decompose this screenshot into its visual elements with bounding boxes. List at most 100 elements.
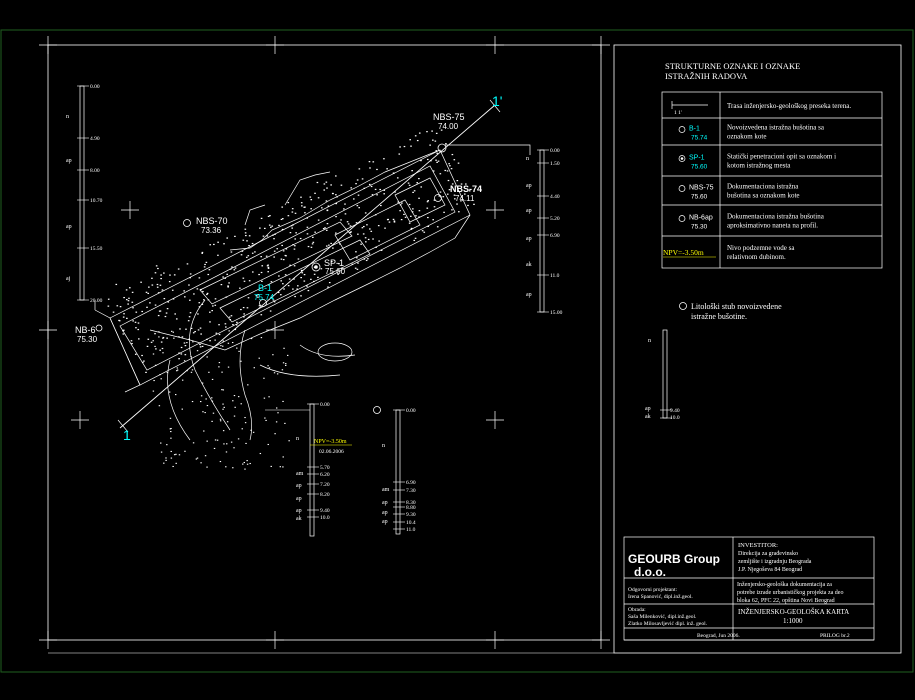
layer-label: n bbox=[296, 436, 299, 442]
layer-label: ap bbox=[382, 500, 388, 506]
borehole-id: NB-6 bbox=[75, 325, 96, 335]
legend-row-text: Dokumentaciona istražna bbox=[727, 183, 799, 191]
investor-line-3: J.P. Njegoševa 84 Beograd bbox=[738, 567, 802, 573]
column-sp1: 0.006.907.308.308.809.3010.411.0namapapa… bbox=[382, 408, 416, 535]
legend-symbol-id: SP-1 bbox=[689, 155, 705, 162]
lito-legend-label: n bbox=[648, 338, 651, 344]
lito-legend-label: ap bbox=[645, 406, 651, 412]
depth-value: 20.00 bbox=[90, 298, 103, 304]
legend-row-text: relativnom dubinom. bbox=[727, 253, 786, 261]
depth-value: 5.20 bbox=[550, 216, 560, 222]
npv-date: 02.06.2006 bbox=[319, 449, 344, 455]
layer-label: n bbox=[382, 443, 385, 449]
legend-row-text: kotom istražnog mesta bbox=[727, 162, 791, 170]
responsible-label: Odgovorni projektant: bbox=[628, 587, 678, 593]
depth-value: 9.30 bbox=[406, 512, 416, 518]
outer-frame bbox=[0, 29, 914, 673]
spot-elevations bbox=[107, 129, 475, 470]
layer-label: n bbox=[66, 114, 69, 120]
legend-title-1: STRUKTURNE OZNAKE I OZNAKE bbox=[665, 61, 800, 71]
borehole-nbs-74[interactable]: NBS-74 74.11 bbox=[434, 184, 483, 203]
grid-crosshairs bbox=[39, 36, 610, 649]
layer-label: aj bbox=[66, 276, 71, 282]
layer-label: ak bbox=[296, 516, 302, 522]
depth-value: 5.70 bbox=[320, 465, 330, 471]
depth-value: 6.20 bbox=[320, 472, 330, 478]
section-end-label: 1' bbox=[492, 93, 502, 109]
layer-label: am bbox=[296, 471, 304, 477]
map-frame bbox=[47, 44, 602, 641]
legend-symbol-id: NB-6ap bbox=[689, 215, 713, 222]
legend-frame bbox=[613, 44, 902, 654]
borehole-nb-6[interactable]: NB-6 75.30 bbox=[75, 324, 103, 344]
depth-value: 4.90 bbox=[90, 136, 100, 142]
borehole-elev: 75.30 bbox=[77, 335, 98, 344]
borehole-nbs-70[interactable]: NBS-70 73.36 bbox=[183, 216, 228, 235]
section-start-label: 1 bbox=[123, 427, 131, 443]
map-title: INŽENJERSKO-GEOLOŠKA KARTA bbox=[738, 608, 849, 616]
lito-legend-label: ak bbox=[645, 414, 651, 420]
layer-label: ak bbox=[526, 262, 532, 268]
legend-symbol-elev: 75.60 bbox=[691, 194, 708, 201]
borehole-id: NBS-75 bbox=[433, 112, 465, 122]
legend-row-text: oznakom kote bbox=[727, 133, 766, 141]
legend-symbol-id: B-1 bbox=[689, 126, 700, 133]
company-name: GEOURB Group bbox=[628, 552, 720, 566]
doc-line-3: bloka 62, PFC 22, opština Novi Beograd bbox=[737, 598, 835, 604]
doc-line-1: Inženjersko-geološka dokumentacija za bbox=[737, 582, 832, 588]
borehole-elev: 73.36 bbox=[201, 226, 222, 235]
legend-row: 1 1'Trasa inženjersko-geološkog preseka … bbox=[671, 101, 851, 116]
layer-label: ap bbox=[66, 224, 72, 230]
investor-line-2: zemljište i izgradnju Beograda bbox=[738, 559, 812, 565]
lito-legend-depth: 9.40 bbox=[670, 408, 680, 414]
legend-table bbox=[661, 91, 883, 269]
borehole-elev: 74.11 bbox=[455, 194, 475, 203]
borehole-id: SP-1 bbox=[324, 258, 344, 268]
processed-line-1: Saša Milenković, dipl.inž.geol. bbox=[628, 614, 697, 620]
processed-line-2: Zlatko Milosavljević dipl. inž. geol. bbox=[628, 621, 708, 627]
legend-symbol-id: NBS-75 bbox=[689, 185, 714, 192]
depth-value: 7.20 bbox=[320, 482, 330, 488]
lito-legend-depth: 10.0 bbox=[670, 415, 680, 421]
depth-value: 0.00 bbox=[406, 408, 416, 414]
depth-value: 8.80 bbox=[406, 505, 416, 511]
layer-label: ap bbox=[296, 483, 302, 489]
legend-symbol-elev: 75.30 bbox=[691, 224, 708, 231]
sheet-number: PRILOG br.2 bbox=[820, 633, 850, 639]
layer-label: ap bbox=[382, 510, 388, 516]
layer-label: ap bbox=[382, 519, 388, 525]
layer-label: ap bbox=[296, 508, 302, 514]
legend-row-text: Dokumentaciona istražna bušotina bbox=[727, 213, 825, 221]
depth-value: 10.0 bbox=[320, 515, 330, 521]
borehole-id: NBS-74 bbox=[450, 184, 482, 194]
legend-row-text: Nivo podzemne vode sa bbox=[727, 244, 795, 252]
layer-label: ap bbox=[526, 236, 532, 242]
layer-label: am bbox=[382, 487, 390, 493]
borehole-b-1[interactable]: B-1 75.74 bbox=[254, 283, 275, 307]
lithology-legend: Litološki stub novoizvedene istražne buš… bbox=[645, 302, 782, 421]
lito-legend-text-1: Litološki stub novoizvedene bbox=[691, 302, 782, 311]
borehole-nbs-75[interactable]: NBS-75 74.00 bbox=[433, 112, 465, 153]
legend-symbol: 1 1' bbox=[674, 110, 682, 116]
depth-value: 8.00 bbox=[90, 168, 100, 174]
drawing-date: Beograd, Jun 2006. bbox=[697, 633, 740, 639]
layer-label: ap bbox=[296, 496, 302, 502]
borehole-markers: NBS-75 74.00 NBS-74 74.11 NBS-70 73.36 S… bbox=[75, 112, 482, 344]
map-scale: 1:1000 bbox=[783, 617, 803, 625]
depth-value: 10.70 bbox=[90, 198, 103, 204]
npv-label: NPV=-3.50m bbox=[314, 439, 347, 445]
doc-line-2: potrebe izrade urbanističkog projekta za… bbox=[737, 590, 843, 596]
borehole-elev: 74.00 bbox=[438, 122, 459, 131]
legend-symbol: NPV=-3.50m bbox=[663, 248, 704, 257]
legend-row: NPV=-3.50m Nivo podzemne vode sarelativno… bbox=[662, 235, 882, 261]
investor-label: INVESTITOR: bbox=[738, 542, 778, 549]
borehole-sp-1[interactable]: SP-1 75.60 bbox=[311, 258, 346, 276]
responsible-name: Irena Spanović, dipl.inž.geol. bbox=[628, 594, 693, 600]
legend-symbol-elev: 75.74 bbox=[691, 135, 708, 142]
depth-value: 15.50 bbox=[90, 246, 103, 252]
